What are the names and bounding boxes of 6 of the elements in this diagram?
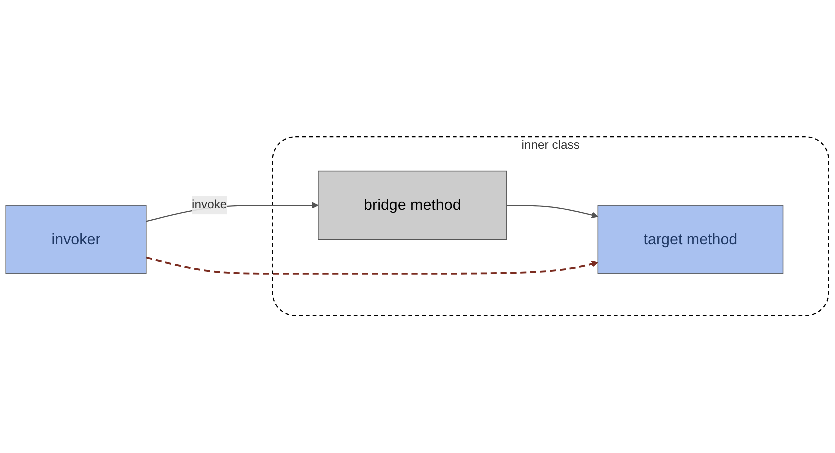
arrow (506, 205, 598, 219)
node-box: bridge method (318, 170, 508, 240)
node-box: target method (598, 205, 784, 274)
edge-label: invoke (192, 198, 228, 212)
arrow (146, 256, 598, 275)
node-box: invoker (6, 205, 147, 274)
